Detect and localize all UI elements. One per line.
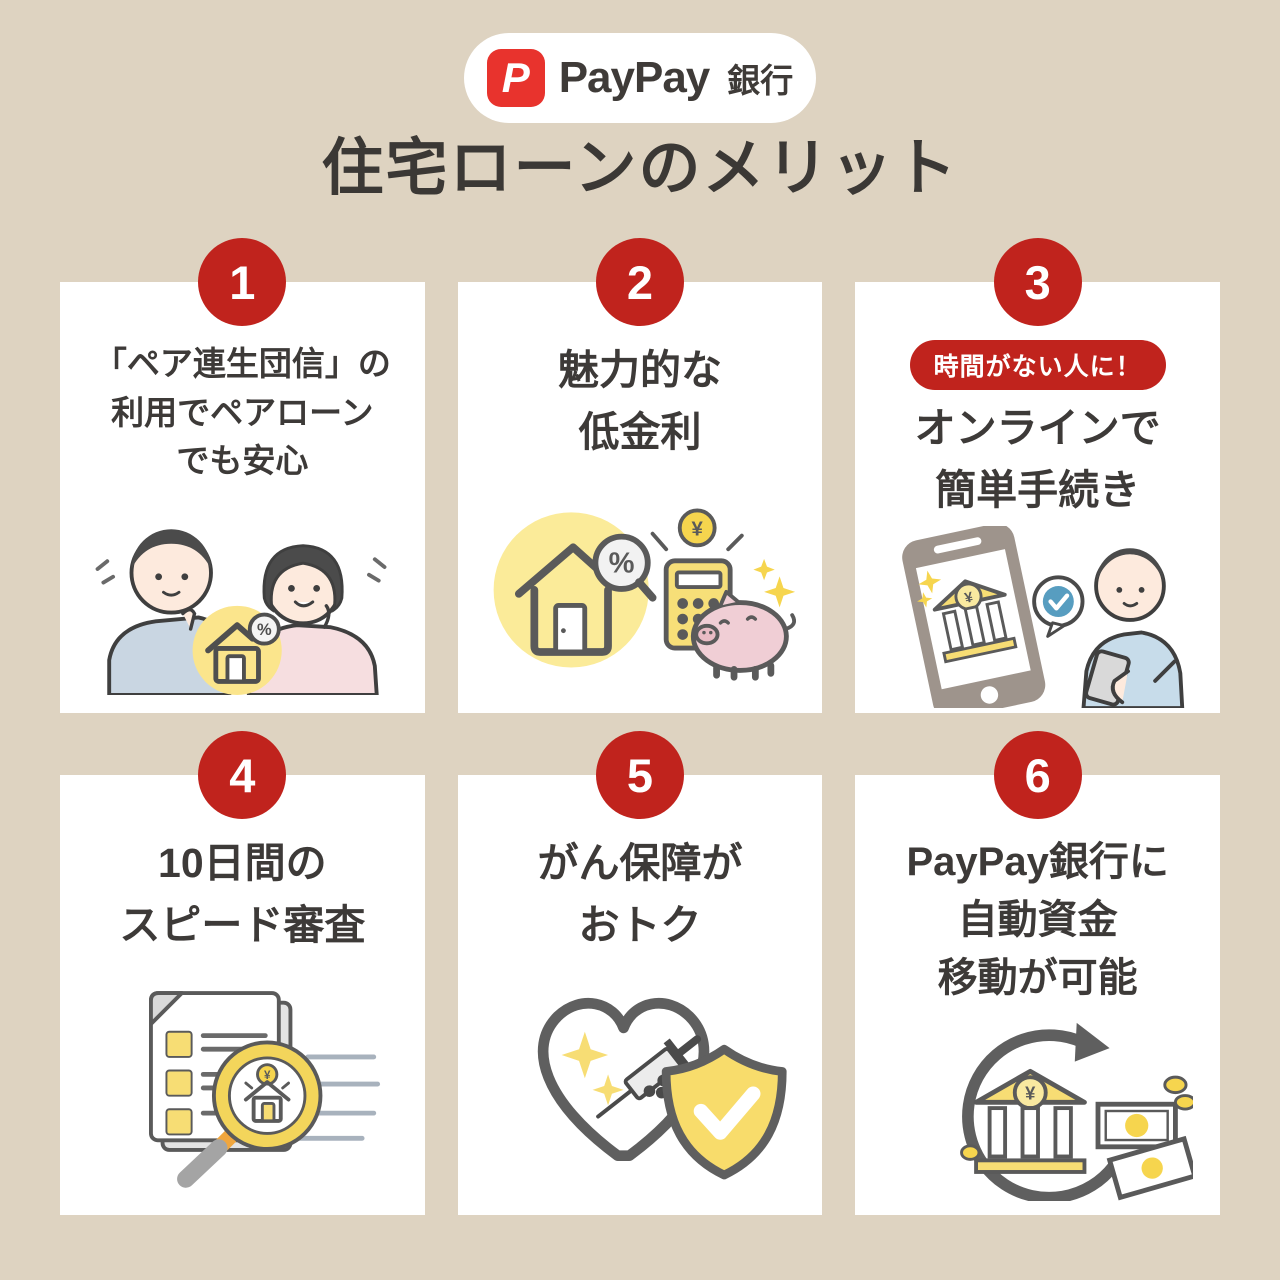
svg-text:%: %	[257, 620, 272, 638]
merit-card-1: 1 「ペア連生団信」の 利用でペアローン でも安心	[60, 238, 425, 714]
card-3-title-line-2: 簡単手続き	[935, 466, 1141, 513]
card-6-title: PayPay銀行に 自動資金 移動が可能	[906, 833, 1168, 1007]
number-badge-1: 1	[198, 238, 287, 327]
document-magnifier-speed-icon: ¥	[60, 956, 425, 1215]
card-3-highlight-badge: 時間がない人に！	[909, 340, 1166, 391]
logo-suffix: 銀行	[727, 62, 794, 99]
paypay-logo-icon: P	[486, 49, 545, 107]
card-2-title-line-2: 低金利	[578, 408, 702, 455]
card-2-title: 魅力的な 低金利	[558, 340, 722, 463]
svg-text:%: %	[609, 548, 635, 580]
merit-card-6: 6 PayPay銀行に 自動資金 移動が可能 ¥	[855, 731, 1220, 1216]
svg-text:¥: ¥	[264, 1069, 271, 1082]
number-badge-2: 2	[595, 238, 684, 327]
card-4-title: 10日間の スピード審査	[119, 833, 365, 956]
card-5-title-line-2: おトク	[578, 901, 702, 948]
svg-text:¥: ¥	[692, 519, 704, 541]
bank-circular-arrow-money-icon: ¥	[855, 1007, 1220, 1215]
merit-cards-grid: 1 「ペア連生団信」の 利用でペアローン でも安心	[0, 238, 1280, 1216]
couple-with-house-interest-icon: %	[60, 486, 425, 714]
card-2-title-line-1: 魅力的な	[557, 347, 722, 394]
smartphone-bank-app-man-icon: ¥	[855, 521, 1220, 713]
header: P PayPay 銀行 住宅ローンのメリット	[0, 0, 1280, 204]
card-4-title-line-2: スピード審査	[119, 901, 366, 948]
paypay-bank-logo: P PayPay 銀行	[464, 33, 816, 123]
logo-name: PayPay	[558, 53, 711, 102]
card-6-title-line-3: 移動が可能	[937, 956, 1138, 1001]
card-1-title: 「ペア連生団信」の 利用でペアローン でも安心	[94, 340, 391, 486]
card-6-title-line-2: 自動資金	[957, 898, 1118, 943]
card-1-title-line-1: 「ペア連生団信」の	[93, 345, 391, 383]
merit-card-5: 5 がん保障が おトク	[457, 731, 823, 1216]
house-percent-calculator-piggy-bank-icon: % ¥	[458, 463, 823, 713]
svg-text:¥: ¥	[1025, 1083, 1036, 1104]
card-6-title-line-1: PayPay銀行に	[906, 840, 1169, 885]
card-1-title-line-2: 利用でペアローン	[111, 393, 374, 431]
heart-syringe-shield-check-icon	[458, 956, 823, 1215]
merit-card-4: 4 10日間の スピード審査	[60, 731, 425, 1216]
card-3-title: オンラインで 簡単手続き	[915, 398, 1161, 521]
number-badge-4: 4	[198, 731, 287, 820]
card-3-title-line-1: オンラインで	[914, 405, 1161, 452]
page-title: 住宅ローンのメリット	[321, 134, 959, 203]
merit-card-3: 3 時間がない人に！ オンラインで 簡単手続き ¥	[855, 238, 1220, 714]
card-5-title-line-1: がん保障が	[537, 840, 743, 887]
number-badge-5: 5	[595, 731, 684, 820]
number-badge-6: 6	[993, 731, 1082, 820]
number-badge-3: 3	[993, 238, 1082, 327]
merit-card-2: 2 魅力的な 低金利 % ¥	[457, 238, 823, 714]
card-5-title: がん保障が おトク	[537, 833, 742, 956]
card-1-title-line-3: でも安心	[176, 442, 309, 480]
card-4-title-line-1: 10日間の	[158, 840, 327, 887]
